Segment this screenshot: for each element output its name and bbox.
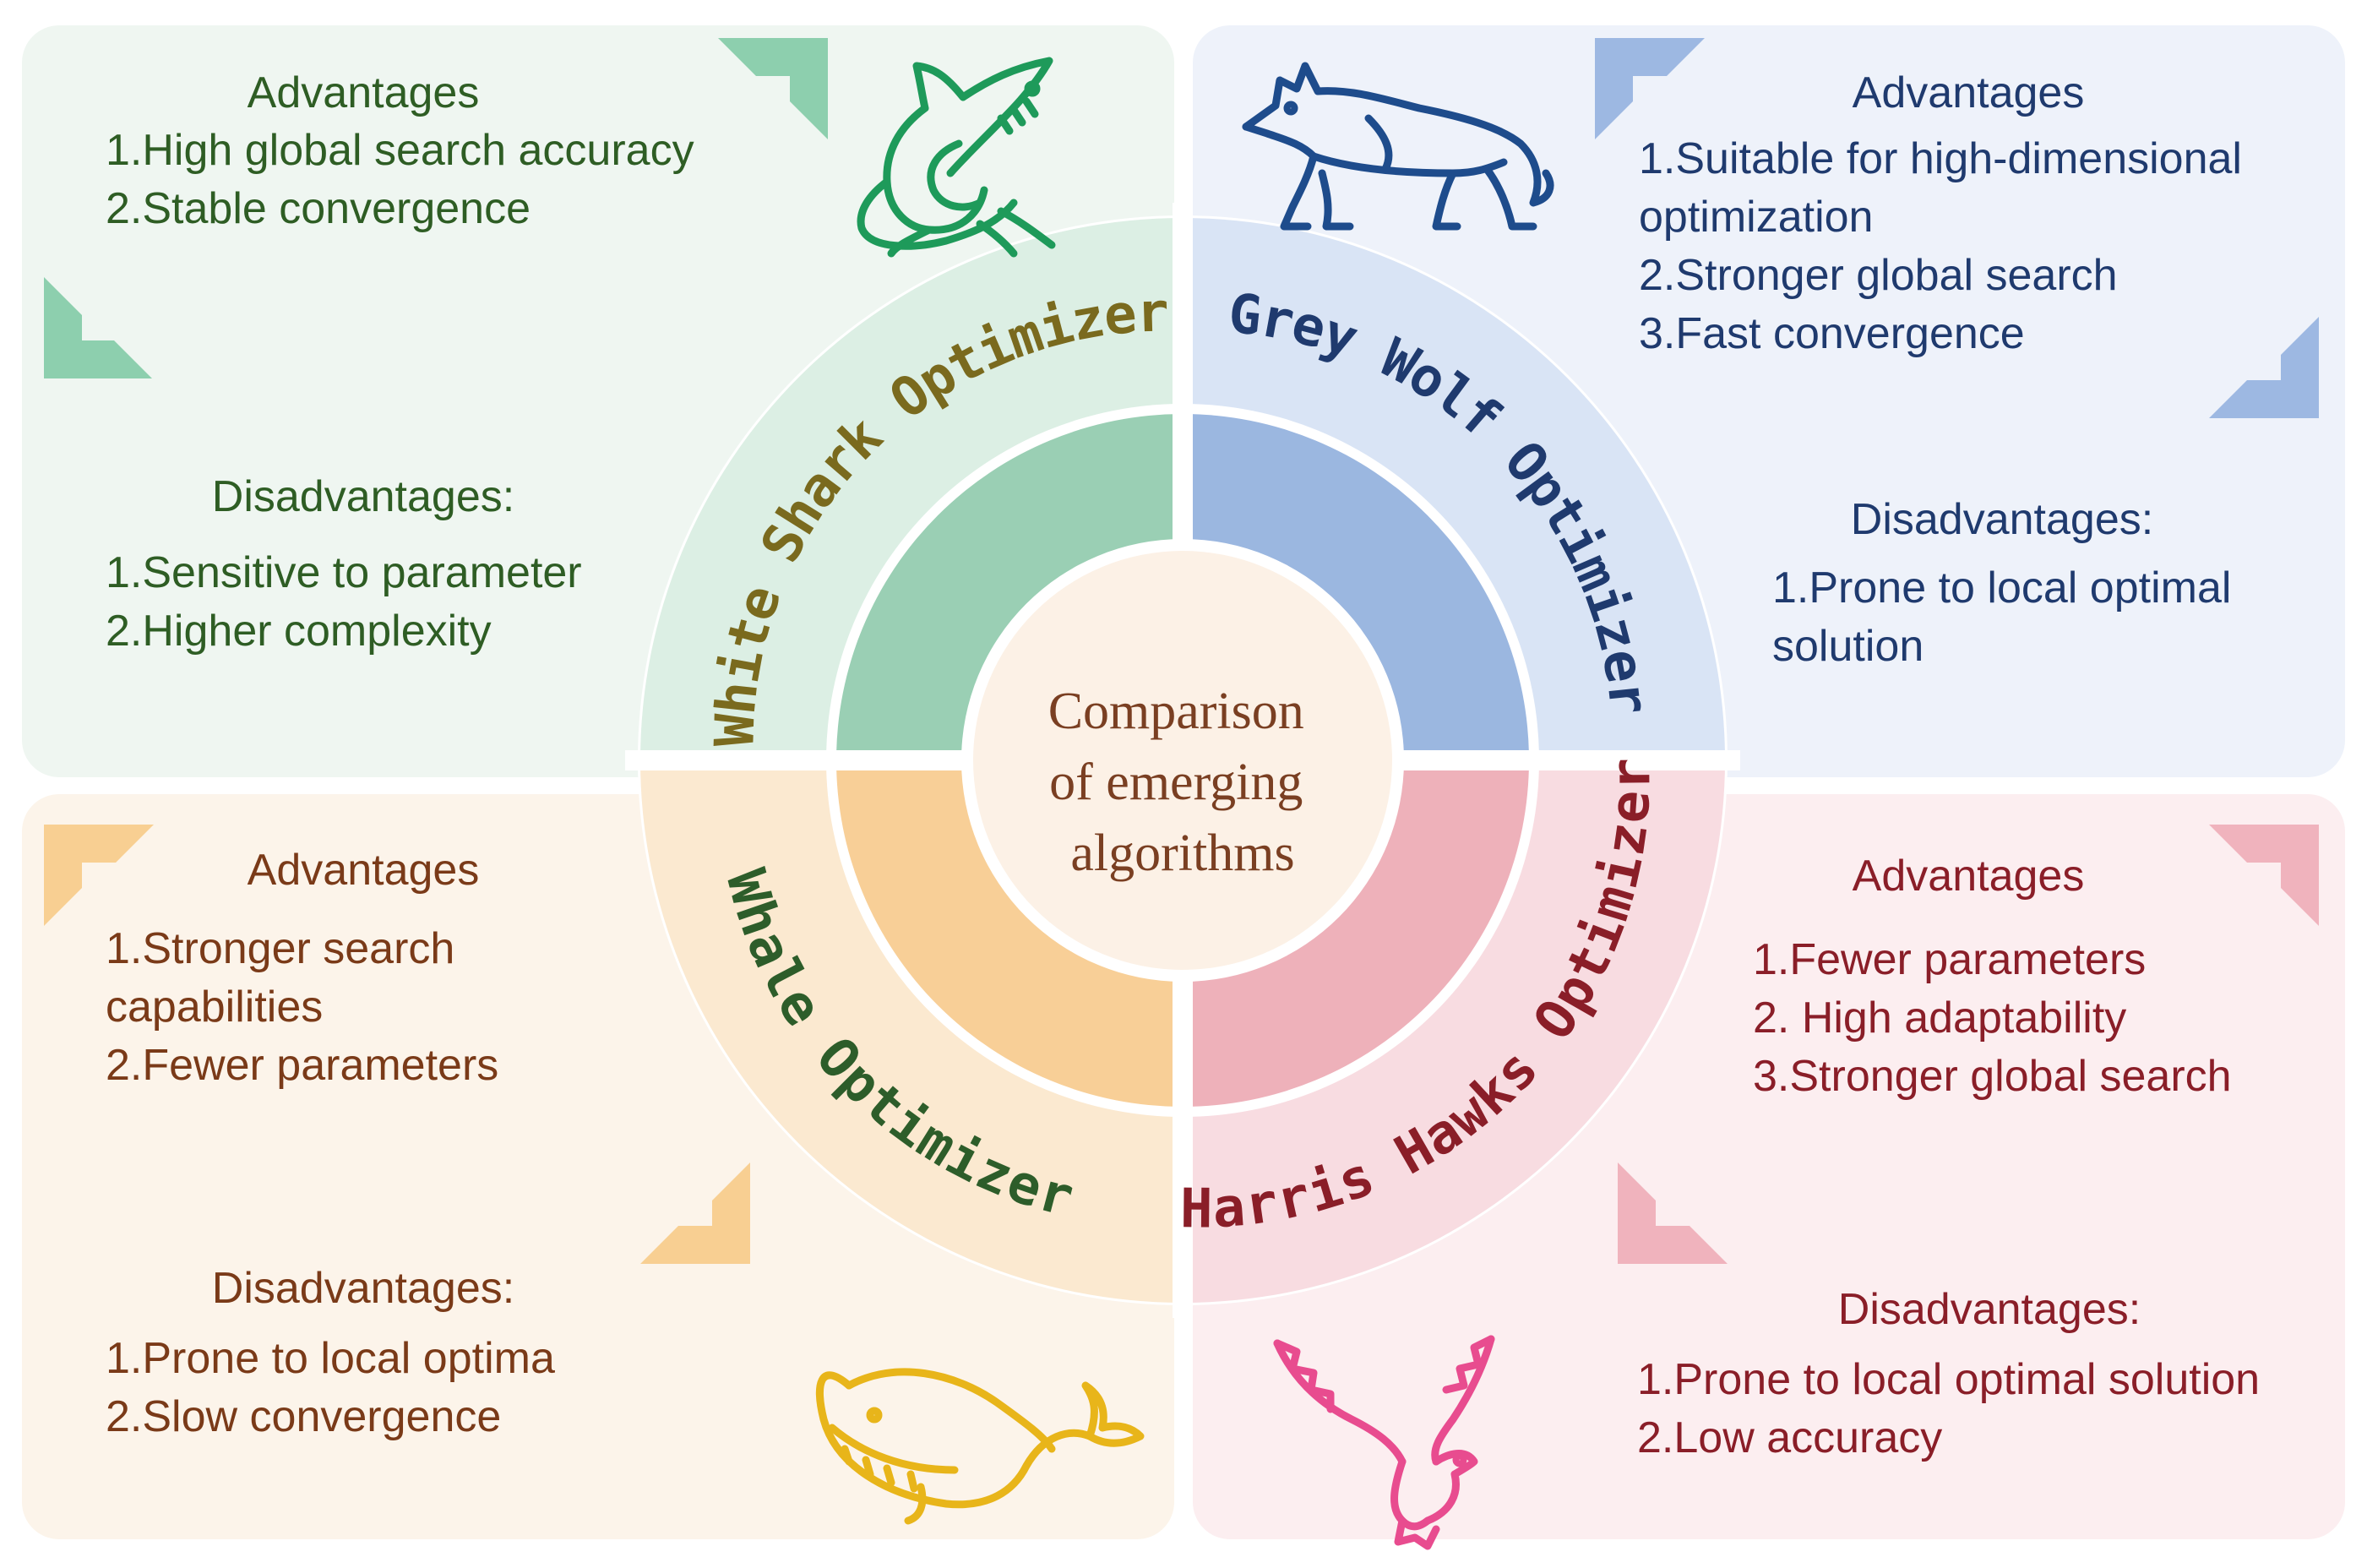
whale-disadvantages-title: Disadvantages: <box>212 1264 514 1313</box>
wolf-notes: Advantages 1.Suitable for high-dimension… <box>1639 68 2242 671</box>
center-title-line-3: algorithms <box>1070 825 1294 882</box>
eagle-icon <box>1273 1335 1495 1550</box>
hawk-advantages-title: Advantages <box>1853 852 2085 901</box>
wolf-disadvantage-1-cont: solution <box>1772 622 1924 671</box>
shark-advantage-2: 2.Stable convergence <box>106 184 531 233</box>
center-title: Comparison of emerging algorithms <box>1048 683 1318 882</box>
hawk-corner-bottom-left <box>1618 1162 1728 1264</box>
wolf-advantages-title: Advantages <box>1853 68 2085 117</box>
hawk-disadvantage-2: 2.Low accuracy <box>1637 1413 1942 1462</box>
corner-decorations <box>44 38 2319 1264</box>
hawk-notes: Advantages 1.Fewer parameters 2. High ad… <box>1637 852 2260 1462</box>
wolf-advantage-1-cont: optimization <box>1639 193 1873 242</box>
whale-advantage-1: 1.Stronger search <box>106 924 454 973</box>
shark-disadvantage-1: 1.Sensitive to parameter <box>106 548 582 597</box>
ring-diagram <box>625 203 1740 1318</box>
hawk-advantage-3: 3.Stronger global search <box>1753 1052 2232 1101</box>
whale-notes: Advantages 1.Stronger search capabilitie… <box>106 846 555 1441</box>
center-title-line-1: Comparison <box>1048 683 1304 740</box>
center-title-line-2: of emerging <box>1049 754 1303 811</box>
wolf-advantage-2: 2.Stronger global search <box>1639 251 2118 300</box>
shark-advantages-title: Advantages <box>248 68 480 117</box>
whale-disadvantage-1: 1.Prone to local optima <box>106 1334 555 1383</box>
whale-disadvantage-2: 2.Slow convergence <box>106 1392 501 1441</box>
whale-corner-bottom-right <box>640 1162 750 1264</box>
whale-advantage-1-cont: capabilities <box>106 983 323 1032</box>
whale-icon <box>815 1368 1145 1525</box>
hawk-corner-top-right <box>2209 825 2319 926</box>
hawk-advantage-2: 2. High adaptability <box>1753 994 2126 1043</box>
whale-advantage-2: 2.Fewer parameters <box>106 1041 498 1090</box>
shark-disadvantages-title: Disadvantages: <box>212 472 514 521</box>
whale-advantages-title: Advantages <box>248 846 480 895</box>
shark-advantage-1: 1.High global search accuracy <box>106 126 694 175</box>
wolf-icon <box>1242 62 1554 231</box>
wolf-corner-bottom-right <box>2209 317 2319 418</box>
wolf-disadvantage-1: 1.Prone to local optimal <box>1772 564 2231 612</box>
wolf-corner-top-left <box>1595 38 1705 139</box>
wolf-disadvantages-title: Disadvantages: <box>1851 495 2153 544</box>
hawk-disadvantages-title: Disadvantages: <box>1838 1285 2141 1334</box>
shark-icon <box>857 57 1056 258</box>
wolf-advantage-3: 3.Fast convergence <box>1639 309 2025 358</box>
shark-notes: Advantages 1.High global search accuracy… <box>106 68 694 656</box>
hawk-advantage-1: 1.Fewer parameters <box>1753 935 2146 984</box>
shark-corner-top-right <box>718 38 828 139</box>
wolf-advantage-1: 1.Suitable for high-dimensional <box>1639 134 2242 183</box>
center-circle <box>973 551 1392 970</box>
whale-corner-top-left <box>44 825 154 926</box>
hawk-disadvantage-1: 1.Prone to local optimal solution <box>1637 1355 2260 1404</box>
shark-disadvantage-2: 2.Higher complexity <box>106 607 492 656</box>
shark-corner-bottom-left <box>44 277 152 378</box>
